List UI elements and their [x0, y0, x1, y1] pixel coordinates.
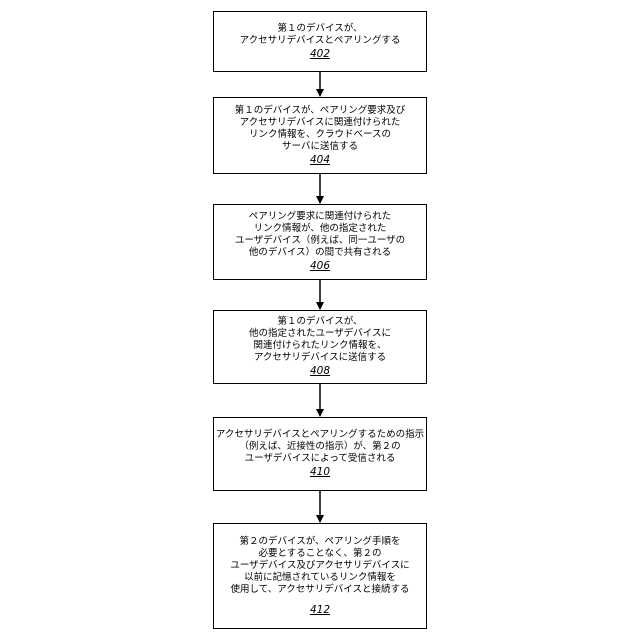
flow-arrows	[0, 0, 640, 640]
